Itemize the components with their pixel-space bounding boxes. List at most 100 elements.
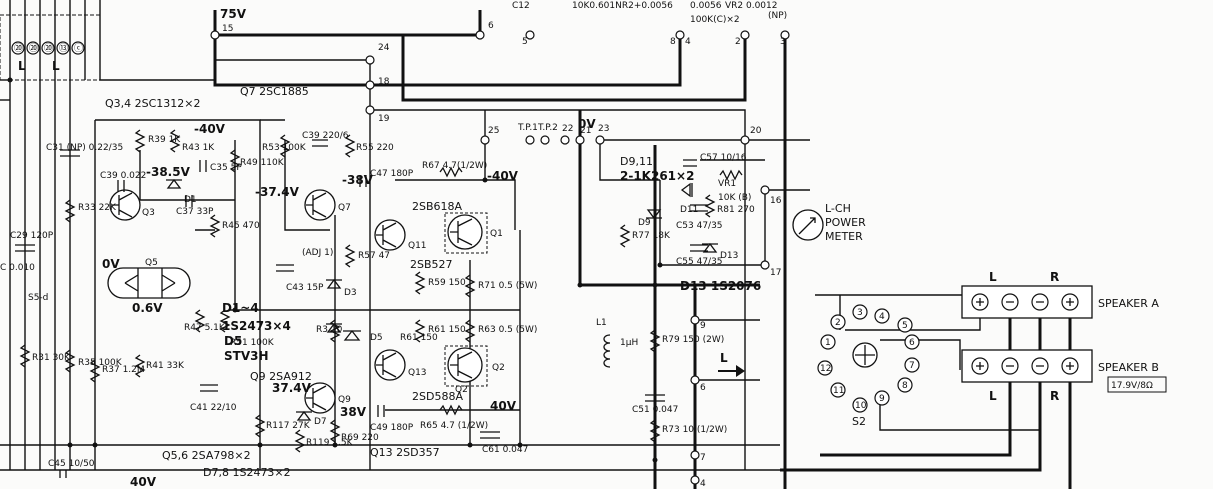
sel-pos-5: 5 [902, 321, 908, 331]
transistor-q1 [444, 212, 488, 254]
r41-label: R41 33K [146, 361, 185, 371]
coil-name: L1 [596, 318, 607, 328]
r55-label: R55 220 [356, 143, 394, 153]
r61-label: R61 150 [428, 325, 466, 335]
r119-label: R119 1.5K [306, 438, 354, 448]
r43-label: R43 1K [182, 143, 215, 153]
node-4: 4 [700, 479, 706, 489]
v-38-5: -38.5V [146, 165, 191, 179]
v-0-b: 0V [578, 117, 596, 131]
sel-pos-12: 12 [820, 364, 831, 374]
test-point-1: T.P.1 [517, 123, 538, 133]
sel-pos-8: 8 [902, 381, 908, 391]
speaker-r-bottom: R [1050, 389, 1059, 403]
meter-line2: POWER [825, 216, 866, 229]
q7-tag: Q7 [338, 203, 351, 213]
c51-label: C51 0.047 [632, 405, 678, 415]
left-tag-3: ⑳ [44, 43, 53, 54]
speaker-r-top: R [1050, 270, 1059, 284]
r47-label: R47 5.1K [184, 323, 226, 333]
top-part-c: VR2 0.0012 [725, 1, 778, 11]
node-20: 20 [750, 126, 762, 136]
r49-label: R49 110K [240, 158, 285, 168]
r3-label: R3 10 [316, 325, 343, 335]
transistor-q11 [374, 219, 406, 251]
r63-label: R63 0.5 (5W) [478, 325, 537, 335]
r77-label: R77 18K [632, 231, 671, 241]
r65-label: R65 4.7 (1/2W) [420, 421, 488, 431]
c61-label: C61 0.047 [482, 445, 528, 455]
r53-label: R53 100K [262, 143, 307, 153]
sel-pos-2: 2 [835, 318, 841, 328]
selector-name: S2 [852, 415, 866, 428]
c53-label: C53 47/35 [676, 221, 723, 231]
top-part-b: 0.0056 [690, 1, 722, 11]
v-bottom40: 40V [130, 475, 157, 489]
v-38-b: 38V [340, 405, 367, 419]
v-plus40: 40V [490, 399, 517, 413]
r59-label: R59 150 [428, 278, 466, 288]
q3-tag: Q3 [142, 208, 155, 218]
d1-tag: D1 [184, 195, 197, 205]
node-24: 24 [378, 43, 390, 53]
speaker-l-bottom: L [989, 389, 997, 403]
speaker-selector-s2 [817, 304, 920, 413]
node-9: 9 [700, 321, 706, 331]
d13-tag: D13 [720, 251, 738, 261]
speaker-b-label: SPEAKER B [1098, 361, 1159, 374]
d5-type: STV3H [224, 349, 269, 363]
node-17: 17 [770, 268, 781, 278]
q13-label: Q13 2SD357 [370, 446, 440, 459]
node-25: 25 [488, 126, 499, 136]
capacitors [15, 139, 708, 478]
node-19: 19 [378, 114, 390, 124]
c47-label: C47 180P [370, 169, 414, 179]
left-mark-l2: L [52, 59, 60, 73]
q1-type: 2SB618A [412, 200, 463, 213]
diodes [166, 178, 718, 421]
coil-value: 1μH [620, 338, 638, 348]
node-18: 18 [378, 77, 390, 87]
r51-label: R51 100K [230, 338, 275, 348]
left-tag-4: ⑬ [59, 43, 68, 54]
transistor-q13 [374, 349, 406, 381]
sel-pos-9: 9 [879, 394, 885, 404]
q1-tag: Q1 [490, 229, 503, 239]
d3-tag: D3 [344, 288, 357, 298]
channel-label: L [720, 351, 728, 365]
q2-tag-b: Q2 [455, 385, 468, 395]
r31-label: R31 30K [32, 353, 71, 363]
q2-tag: Q2 [492, 363, 505, 373]
coil-l1 [603, 334, 611, 368]
top-np: (NP) [768, 11, 787, 21]
node-6-top: 6 [488, 21, 494, 31]
node-16: 16 [770, 196, 782, 206]
left-tag-1: ⑳ [14, 43, 23, 54]
d5-tag: D5 [370, 333, 383, 343]
node-3-top: 3 [780, 37, 786, 47]
q9-tag: Q9 [338, 395, 351, 405]
node-8-top: 8 [670, 37, 676, 47]
transistor-q7 [304, 189, 336, 221]
d911-label: D9,11 [620, 155, 653, 168]
transistor-q2 [444, 345, 488, 387]
q11-type: 2SB527 [410, 258, 453, 271]
top-voltage-label: 75V [220, 7, 247, 21]
r45-label: R45 470 [222, 221, 260, 231]
node-4-top: 4 [685, 37, 691, 47]
node-5-top: 5 [522, 37, 528, 47]
r33-label: R33 22K [78, 203, 117, 213]
sel-pos-4: 4 [879, 312, 885, 322]
test-point-2: T.P.2 [537, 123, 558, 133]
c49-label: C49 180P [370, 423, 414, 433]
transistor-q5 [107, 267, 191, 299]
c37-label: C37 33P [176, 207, 214, 217]
q56-label: Q5,6 2SA798×2 [162, 449, 251, 462]
sel-pos-7: 7 [909, 361, 915, 371]
d14-label: D1~4 [222, 301, 259, 315]
v-37-4: -37.4V [255, 185, 300, 199]
left-tag-2: ⑳ [29, 43, 38, 54]
v-0: 0V [102, 257, 120, 271]
